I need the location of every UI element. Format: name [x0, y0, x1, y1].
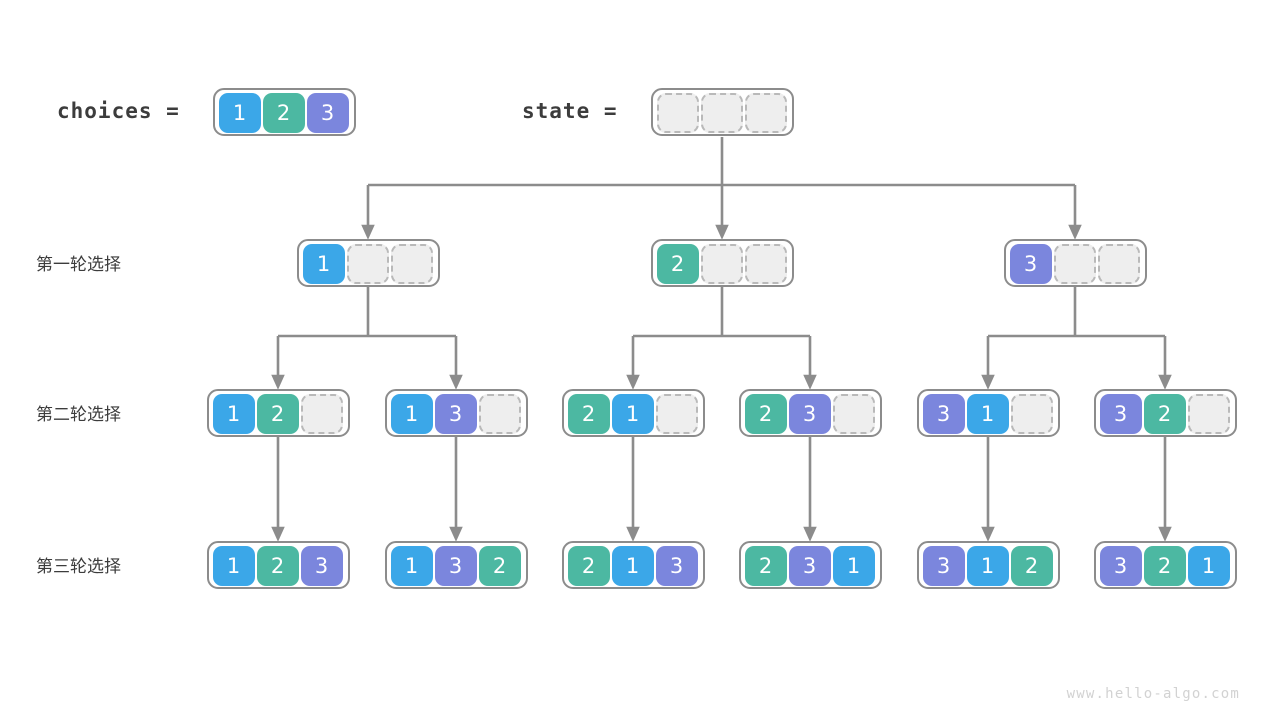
array-cell-value: 3	[300, 546, 343, 586]
array-cell-value: 1	[390, 394, 433, 434]
array-cell-value: 2	[567, 546, 610, 586]
array-cell-empty	[656, 93, 699, 133]
array-cell-value: 2	[478, 546, 521, 586]
node-round1-1: 2	[650, 239, 794, 287]
row-label-round-1: 第一轮选择	[36, 255, 121, 275]
array-cell-value: 2	[262, 93, 305, 133]
watermark: www.hello-algo.com	[1066, 686, 1240, 702]
array-cell-value: 3	[1099, 546, 1142, 586]
row-label-round-2: 第二轮选择	[36, 405, 121, 425]
array-cell-value: 1	[1187, 546, 1230, 586]
array-cell-empty	[832, 394, 875, 434]
state-array-root	[650, 88, 794, 136]
array-cell-empty	[346, 244, 389, 284]
choices-label: choices =	[57, 99, 180, 123]
array-cell-value: 3	[434, 546, 477, 586]
array-cell-empty	[1187, 394, 1230, 434]
state-label: state =	[522, 99, 618, 123]
array-cell-empty	[1097, 244, 1140, 284]
array-cell-value: 2	[744, 546, 787, 586]
array-cell-value: 1	[212, 546, 255, 586]
array-cell-value: 2	[656, 244, 699, 284]
array-cell-value: 2	[256, 394, 299, 434]
array-cell-value: 1	[966, 394, 1009, 434]
array-cell-value: 1	[302, 244, 345, 284]
array-cell-value: 1	[611, 394, 654, 434]
array-cell-value: 1	[966, 546, 1009, 586]
array-cell-empty	[655, 394, 698, 434]
row-label-round-3: 第三轮选择	[36, 557, 121, 577]
array-cell-value: 1	[832, 546, 875, 586]
array-cell-value: 1	[218, 93, 261, 133]
array-cell-value: 3	[788, 394, 831, 434]
array-cell-empty	[744, 244, 787, 284]
node-round1-0: 1	[296, 239, 440, 287]
array-cell-value: 3	[1009, 244, 1052, 284]
array-cell-value: 1	[390, 546, 433, 586]
array-cell-value: 3	[434, 394, 477, 434]
array-cell-value: 3	[1099, 394, 1142, 434]
node-round1-2: 3	[1003, 239, 1147, 287]
array-cell-value: 2	[1143, 394, 1186, 434]
array-cell-value: 3	[788, 546, 831, 586]
array-cell-value: 3	[655, 546, 698, 586]
array-cell-empty	[390, 244, 433, 284]
array-cell-value: 2	[1010, 546, 1053, 586]
array-cell-value: 2	[1143, 546, 1186, 586]
array-cell-value: 3	[922, 546, 965, 586]
array-cell-value: 3	[306, 93, 349, 133]
array-cell-empty	[744, 93, 787, 133]
array-cell-value: 1	[212, 394, 255, 434]
array-cell-empty	[1053, 244, 1096, 284]
array-cell-value: 1	[611, 546, 654, 586]
array-cell-value: 2	[567, 394, 610, 434]
array-cell-value: 3	[922, 394, 965, 434]
array-cell-value: 2	[744, 394, 787, 434]
array-cell-empty	[700, 93, 743, 133]
array-cell-value: 2	[256, 546, 299, 586]
array-cell-empty	[300, 394, 343, 434]
array-cell-empty	[1010, 394, 1053, 434]
array-cell-empty	[700, 244, 743, 284]
array-cell-empty	[478, 394, 521, 434]
